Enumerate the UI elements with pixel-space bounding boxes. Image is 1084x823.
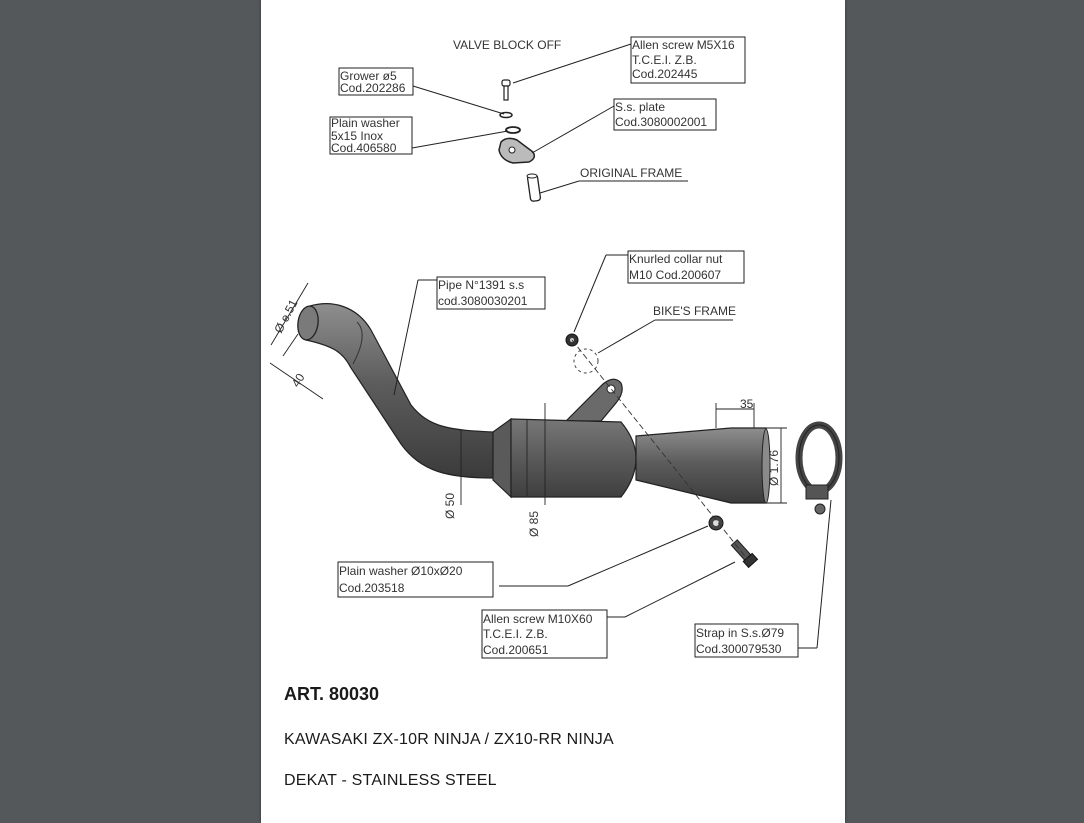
- svg-text:cod.3080030201: cod.3080030201: [438, 294, 528, 308]
- callout-plain-washer-5x15: Plain washer 5x15 Inox Cod.406580: [329, 116, 413, 155]
- bike-model: KAWASAKI ZX-10R NINJA / ZX10-RR NINJA: [284, 731, 614, 748]
- svg-text:Strap in S.s.Ø79: Strap in S.s.Ø79: [696, 626, 784, 640]
- valve-block-off-label: VALVE BLOCK OFF: [453, 38, 561, 52]
- dim-inlet-diameter: Ø e.51: [271, 297, 300, 336]
- document-page: Allen screw M5X16 T.C.E.I. Z.B. Cod.2024…: [261, 0, 845, 823]
- callout-grower: Grower ø5 Cod.202286: [338, 67, 414, 96]
- dim-outlet-diameter: Ø 1.76: [767, 450, 781, 486]
- svg-text:Cod.3080002001: Cod.3080002001: [615, 115, 707, 129]
- svg-text:T.C.E.I. Z.B.: T.C.E.I. Z.B.: [632, 53, 697, 67]
- callout-knurled-collar-nut: Knurled collar nut M10 Cod.200607: [627, 250, 745, 284]
- dim-pipe-diameter: Ø 50: [443, 493, 457, 519]
- inlet-pipe: [305, 303, 494, 479]
- svg-text:Cod.300079530: Cod.300079530: [696, 642, 782, 656]
- dimension-lines: [269, 282, 787, 505]
- svg-text:M10 Cod.200607: M10 Cod.200607: [629, 268, 721, 282]
- product-material: DEKAT - STAINLESS STEEL: [284, 772, 497, 789]
- svg-text:Plain washer: Plain washer: [331, 116, 400, 130]
- svg-text:Pipe N°1391 s.s: Pipe N°1391 s.s: [438, 278, 524, 292]
- strap-clamp-part: [795, 421, 843, 515]
- plain-washer-small-part: [505, 126, 521, 134]
- svg-text:Cod.202286: Cod.202286: [340, 81, 406, 95]
- bikes-frame-outline: [573, 348, 599, 374]
- callout-pipe: Pipe N°1391 s.s cod.3080030201: [436, 276, 546, 310]
- outlet-pipe: [635, 427, 767, 504]
- svg-text:Cod.200651: Cod.200651: [483, 643, 549, 657]
- callout-plain-washer-10x20: Plain washer Ø10xØ20 Cod.203518: [337, 561, 494, 598]
- svg-text:Grower ø5: Grower ø5: [340, 69, 397, 83]
- original-frame-label: ORIGINAL FRAME: [580, 166, 682, 180]
- callout-strap: Strap in S.s.Ø79 Cod.300079530: [694, 623, 799, 658]
- central-body: [510, 418, 637, 498]
- spacer-part: [526, 173, 542, 202]
- callout-ss-plate: S.s. plate Cod.3080002001: [613, 98, 717, 131]
- callout-allen-screw-m10: Allen screw M10X60 T.C.E.I. Z.B. Cod.200…: [481, 609, 608, 659]
- bikes-frame-label: BIKE'S FRAME: [653, 304, 736, 318]
- svg-text:Allen screw M5X16: Allen screw M5X16: [632, 38, 735, 52]
- svg-text:Cod.202445: Cod.202445: [632, 67, 698, 81]
- exhaust-pipe-assembly: [297, 303, 843, 569]
- svg-text:T.C.E.I. Z.B.: T.C.E.I. Z.B.: [483, 627, 548, 641]
- valve-block-off-assembly: [411, 43, 688, 202]
- allen-screw-m5-part: [501, 79, 511, 101]
- svg-text:Cod.406580: Cod.406580: [331, 141, 397, 155]
- svg-text:S.s. plate: S.s. plate: [615, 100, 665, 114]
- svg-text:Plain washer Ø10xØ20: Plain washer Ø10xØ20: [339, 564, 463, 578]
- allen-screw-m10-part: [730, 539, 759, 569]
- dim-outlet-length: 35: [740, 397, 754, 411]
- article-number: ART. 80030: [284, 684, 380, 704]
- callout-allen-screw-m5: Allen screw M5X16 T.C.E.I. Z.B. Cod.2024…: [630, 36, 746, 84]
- svg-text:Cod.203518: Cod.203518: [339, 581, 405, 595]
- svg-text:Knurled collar nut: Knurled collar nut: [629, 252, 723, 266]
- exhaust-exploded-diagram: Allen screw M5X16 T.C.E.I. Z.B. Cod.2024…: [269, 36, 843, 659]
- ss-plate-part: [498, 137, 536, 164]
- svg-text:Allen screw M10X60: Allen screw M10X60: [483, 612, 593, 626]
- dim-body-diameter: Ø 85: [527, 511, 541, 537]
- svg-text:5x15 Inox: 5x15 Inox: [331, 129, 383, 143]
